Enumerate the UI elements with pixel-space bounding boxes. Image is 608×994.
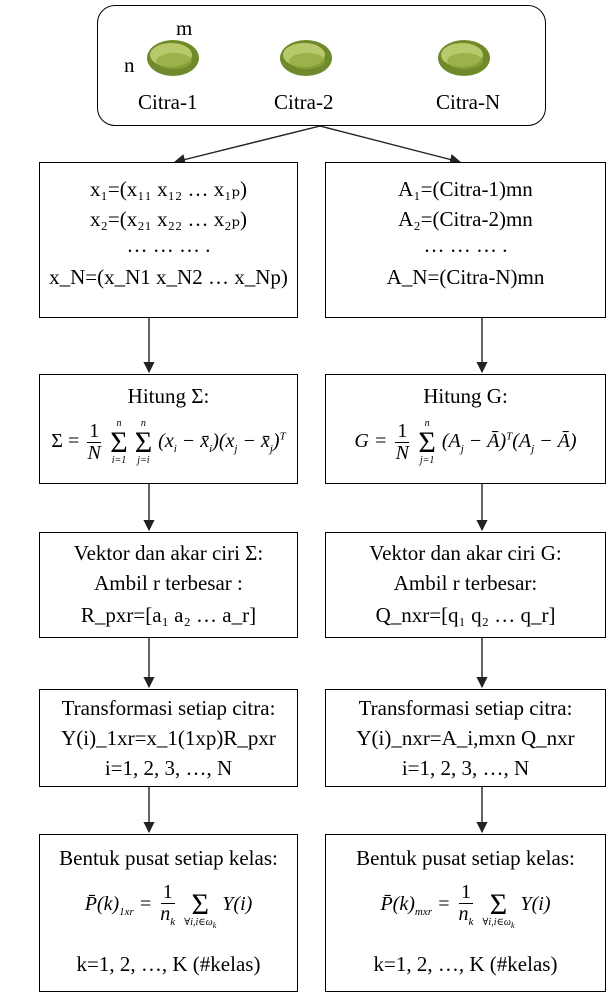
left-eigen-box: Vektor dan akar ciri Σ: Ambil r terbesar… — [39, 532, 298, 638]
citra-2-image — [280, 40, 332, 76]
left-transform-box: Transformasi setiap citra: Y(i)_1xr=x_1(… — [39, 689, 298, 787]
left-transform-line-3: i=1, 2, 3, …, N — [104, 756, 233, 780]
citra-2-caption: Citra-2 — [274, 90, 334, 114]
n-dimension-label: n — [124, 53, 135, 77]
right-transform-line-3: i=1, 2, 3, …, N — [401, 756, 530, 780]
left-center-line-3: k=1, 2, …, K (#kelas) — [76, 952, 261, 976]
m-dimension-label: m — [176, 16, 193, 40]
left-center-line-1: Bentuk pusat setiap kelas: — [59, 846, 278, 870]
citra-1-caption: Citra-1 — [138, 90, 198, 114]
citra-n-caption: Citra-N — [436, 90, 501, 114]
right-center-line-1: Bentuk pusat setiap kelas: — [356, 846, 575, 870]
image-set-box: m n Citra-1 Citra-2 Citra-N — [97, 5, 546, 126]
right-center-line-3: k=1, 2, …, K (#kelas) — [373, 952, 558, 976]
right-eigen-box: Vektor dan akar ciri G: Ambil r terbesar… — [325, 532, 606, 638]
left-hitung-title: Hitung Σ: — [127, 384, 210, 408]
right-image-matrix-box: A₁=(Citra-1)mn A₂=(Citra-2)mn … … … . A_… — [325, 162, 606, 318]
right-matrix-line-2: A₂=(Citra-2)mn — [398, 207, 533, 231]
right-matrix-dots: … … … . — [423, 233, 508, 257]
left-vector-line-1: x₁=(x₁₁ x₁₂ … x₁ₚ) — [90, 177, 247, 201]
arrow-top-right — [319, 125, 462, 165]
citra-1-image — [147, 40, 199, 76]
left-vector-line-4: x_N=(x_N1 x_N2 … x_Np) — [49, 265, 288, 289]
right-eigen-line-2: Ambil r terbesar: — [393, 571, 538, 595]
left-vector-dots: … … … . — [126, 233, 211, 257]
right-matrix-line-4: A_N=(Citra-N)mn — [386, 265, 545, 289]
right-matrix-line-1: A₁=(Citra-1)mn — [398, 177, 533, 201]
right-transform-line-1: Transformasi setiap citra: — [358, 696, 573, 720]
right-transform-line-2: Y(i)_nxr=A_i,mxn Q_nxr — [356, 726, 575, 750]
left-transform-line-1: Transformasi setiap citra: — [61, 696, 276, 720]
left-eigen-line-2: Ambil r terbesar : — [94, 571, 243, 595]
right-eigen-line-1: Vektor dan akar ciri G: — [369, 541, 562, 565]
arrow-top-left — [173, 125, 321, 166]
left-eigen-line-1: Vektor dan akar ciri Σ: — [73, 541, 264, 565]
left-transform-line-2: Y(i)_1xr=x_1(1xp)R_pxr — [61, 726, 276, 750]
right-eigen-line-3: Q_nxr=[q₁ q₂ … q_r] — [375, 603, 556, 627]
right-hitung-title: Hitung G: — [423, 384, 508, 408]
left-vector-box: x₁=(x₁₁ x₁₂ … x₁ₚ) x₂=(x₂₁ x₂₂ … x₂ₚ) … … — [39, 162, 298, 318]
citra-n-image — [438, 40, 490, 76]
left-vector-line-2: x₂=(x₂₁ x₂₂ … x₂ₚ) — [90, 207, 247, 231]
left-eigen-line-3: R_pxr=[a₁ a₂ … a_r] — [80, 603, 257, 627]
right-transform-box: Transformasi setiap citra: Y(i)_nxr=A_i,… — [325, 689, 606, 787]
